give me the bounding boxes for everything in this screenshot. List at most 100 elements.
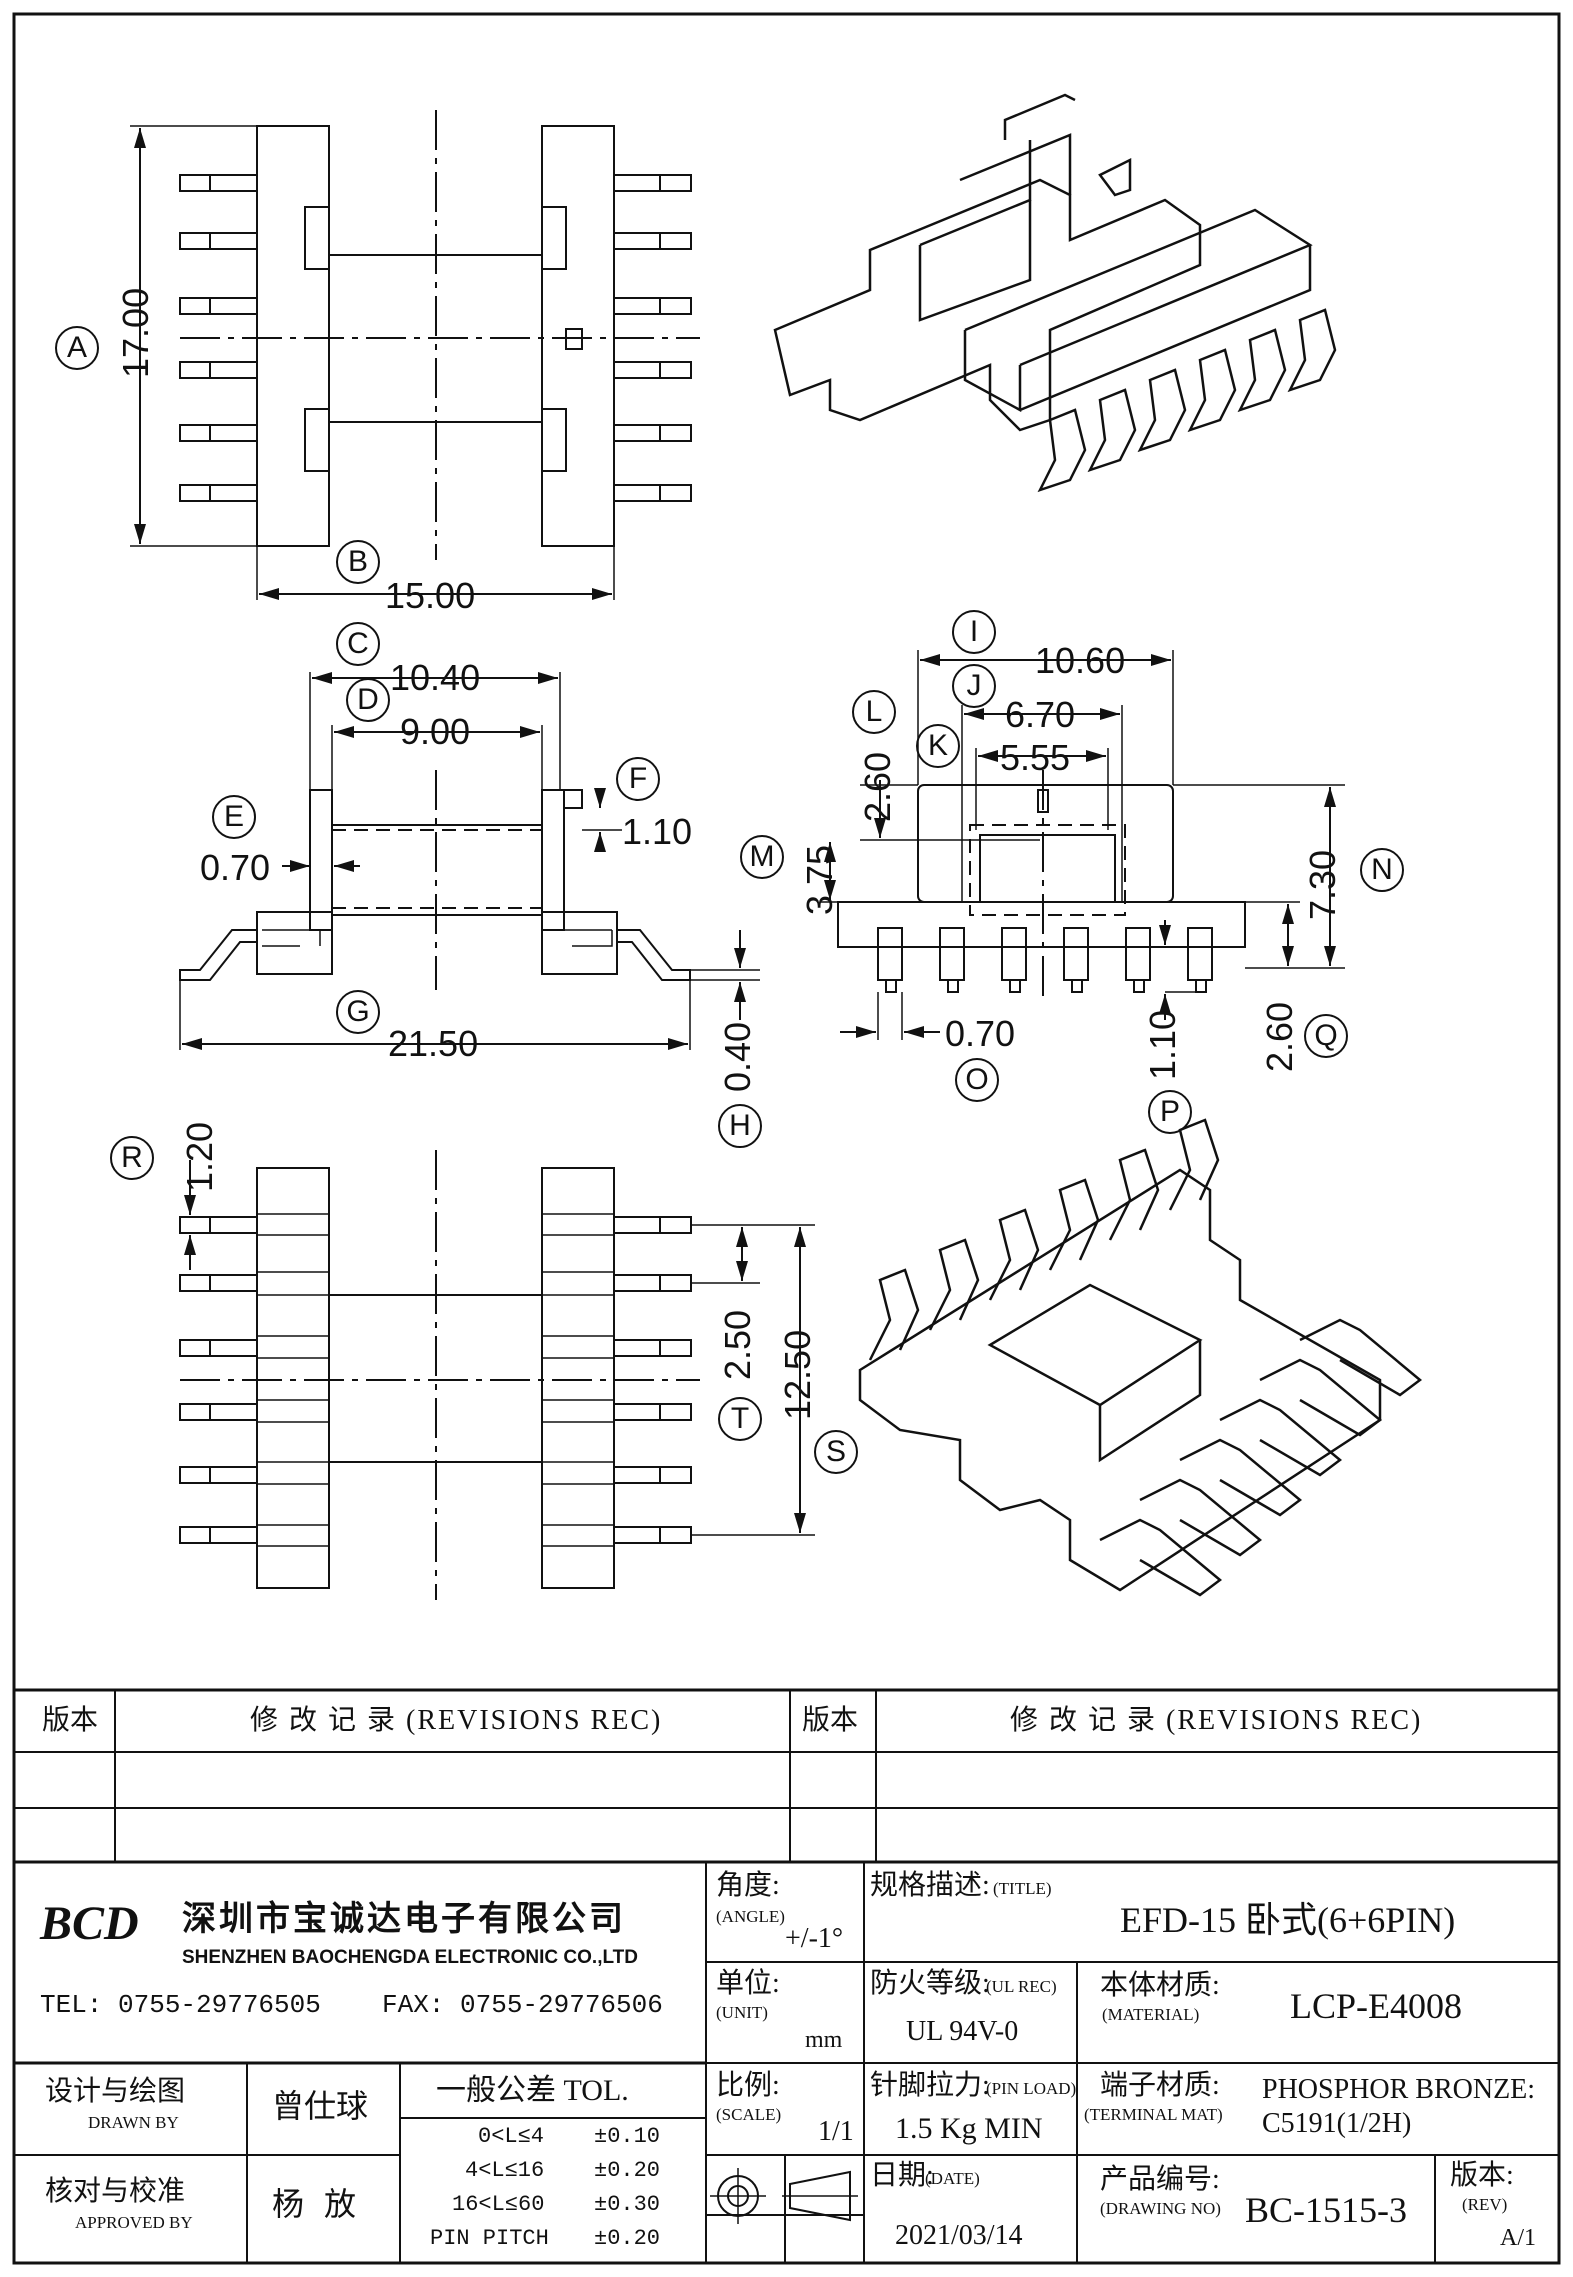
date-label-en: (DATE) bbox=[925, 2169, 980, 2188]
ul-value: UL 94V-0 bbox=[906, 2016, 1019, 2047]
dim-r-value: 1.20 bbox=[179, 1121, 220, 1192]
date-value: 2021/03/14 bbox=[895, 2220, 1023, 2251]
rev-label-en: (REV) bbox=[1462, 2195, 1508, 2214]
callout-l: L bbox=[852, 690, 896, 734]
unit-label: 单位: bbox=[716, 1968, 780, 1999]
drawing-no-value: BC-1515-3 bbox=[1245, 2190, 1407, 2230]
dim-n-value: 7.30 bbox=[1302, 849, 1343, 920]
pin-load-value: 1.5 Kg MIN bbox=[895, 2112, 1043, 2145]
dim-c-value: 10.40 bbox=[390, 657, 481, 698]
dim-e-value: 0.70 bbox=[200, 847, 271, 888]
dim-t-value: 2.50 bbox=[717, 1309, 758, 1380]
projection-symbol bbox=[710, 2168, 858, 2224]
callout-m: M bbox=[740, 835, 784, 879]
top-view bbox=[130, 110, 700, 600]
drawn-value: 曾仕球 bbox=[272, 2088, 369, 2124]
ul-label-en: (UL REC) bbox=[986, 1977, 1057, 1996]
callout-q: Q bbox=[1304, 1014, 1348, 1058]
drawn-label-en: DRAWN BY bbox=[88, 2113, 179, 2132]
dim-k-value: 5.55 bbox=[1000, 737, 1071, 778]
callout-c: C bbox=[336, 622, 380, 666]
callout-n: N bbox=[1360, 848, 1404, 892]
angle-value: +/-1° bbox=[785, 1923, 844, 1954]
pin-load-label: 针脚拉力: bbox=[870, 2070, 990, 2101]
dim-l-value: 2.60 bbox=[857, 751, 898, 822]
callout-o: O bbox=[955, 1058, 999, 1102]
callout-a: A bbox=[55, 326, 99, 370]
drawing-no-label: 产品编号: bbox=[1100, 2164, 1220, 2195]
company-fax: FAX: 0755-29776506 bbox=[382, 1990, 663, 2020]
callout-s: S bbox=[814, 1430, 858, 1474]
scale-label-en: (SCALE) bbox=[716, 2105, 782, 2124]
dim-b-value: 15.00 bbox=[385, 575, 476, 616]
callout-t: T bbox=[718, 1397, 762, 1441]
angle-label: 角度: bbox=[716, 1870, 780, 1901]
title-value: EFD-15 卧式(6+6PIN) bbox=[1120, 1900, 1456, 1940]
callout-g: G bbox=[336, 990, 380, 1034]
callout-h: H bbox=[718, 1104, 762, 1148]
callout-e: E bbox=[212, 795, 256, 839]
company-name-en: SHENZHEN BAOCHENGDA ELECTRONIC CO.,LTD bbox=[182, 1947, 638, 1968]
rev-rec-label-right: 修 改 记 录 (REVISIONS REC) bbox=[1010, 1705, 1423, 1736]
revision-table bbox=[14, 1688, 1559, 1864]
dim-i-value: 10.60 bbox=[1035, 640, 1126, 681]
callout-r: R bbox=[110, 1136, 154, 1180]
company-logo: BCD bbox=[40, 1897, 139, 1950]
callout-j: J bbox=[952, 664, 996, 708]
terminal-label: 端子材质: bbox=[1100, 2070, 1220, 2101]
side-view bbox=[820, 650, 1345, 1040]
terminal-value-1: PHOSPHOR BRONZE: bbox=[1262, 2074, 1536, 2105]
dim-f-value: 1.10 bbox=[622, 811, 693, 852]
bottom-view bbox=[179, 1150, 815, 1600]
dim-q-value: 2.60 bbox=[1259, 1001, 1300, 1072]
dim-j-value: 6.70 bbox=[1005, 694, 1076, 735]
scale-value: 1/1 bbox=[818, 2116, 854, 2147]
terminal-label-en: (TERMINAL MAT) bbox=[1084, 2105, 1223, 2124]
sheet-border bbox=[12, 12, 1561, 2265]
rev-label: 版本: bbox=[1450, 2160, 1514, 2191]
tol-range-0: 0<L≤4 bbox=[478, 2124, 545, 2149]
callout-p: P bbox=[1148, 1090, 1192, 1134]
dim-o-value: 0.70 bbox=[945, 1013, 1016, 1054]
unit-value: mm bbox=[805, 2027, 843, 2053]
tol-value-3: ±0.20 bbox=[594, 2226, 661, 2251]
material-label-en: (MATERIAL) bbox=[1102, 2005, 1200, 2024]
dim-p-value: 1.10 bbox=[1142, 1009, 1183, 1080]
tol-value-0: ±0.10 bbox=[594, 2124, 661, 2149]
callout-i: I bbox=[952, 610, 996, 654]
date-label: 日期: bbox=[870, 2160, 934, 2191]
company-name-cn: 深圳市宝诚达电子有限公司 bbox=[182, 1901, 626, 1938]
callout-k: K bbox=[916, 724, 960, 768]
dim-g-value: 21.50 bbox=[388, 1023, 479, 1064]
iso-view-top bbox=[773, 93, 1337, 493]
title-label-en: (TITLE) bbox=[993, 1879, 1052, 1898]
company-tel: TEL: 0755-29776505 bbox=[40, 1990, 321, 2020]
unit-label-en: (UNIT) bbox=[716, 2003, 768, 2022]
dim-a-value: 17.00 bbox=[115, 287, 156, 378]
dim-d-value: 9.00 bbox=[400, 711, 471, 752]
rev-value: A/1 bbox=[1500, 2225, 1536, 2251]
tol-range-2: 16<L≤60 bbox=[452, 2192, 545, 2217]
rev-ver-label-right: 版本 bbox=[802, 1705, 859, 1736]
callout-f: F bbox=[616, 757, 660, 801]
dim-s-value: 12.50 bbox=[777, 1329, 818, 1420]
tol-value-1: ±0.20 bbox=[594, 2158, 661, 2183]
tol-value-2: ±0.30 bbox=[594, 2192, 661, 2217]
material-label: 本体材质: bbox=[1100, 1970, 1220, 2001]
approved-label: 核对与校准 bbox=[45, 2176, 186, 2207]
angle-label-en: (ANGLE) bbox=[716, 1907, 785, 1926]
approved-value: 杨 放 bbox=[272, 2186, 363, 2222]
callout-d: D bbox=[346, 678, 390, 722]
tolerance-label: 一般公差 TOL. bbox=[436, 2074, 629, 2107]
rev-rec-label-left: 修 改 记 录 (REVISIONS REC) bbox=[250, 1705, 663, 1736]
tol-range-3: PIN PITCH bbox=[430, 2226, 549, 2251]
pin-load-label-en: (PIN LOAD) bbox=[986, 2079, 1077, 2098]
ul-label: 防火等级: bbox=[870, 1968, 990, 1999]
title-block-grid bbox=[14, 1862, 1559, 2263]
dim-m-value: 3.75 bbox=[799, 844, 840, 915]
rev-ver-label-left: 版本 bbox=[42, 1705, 99, 1736]
approved-label-en: APPROVED BY bbox=[75, 2213, 193, 2232]
title-label: 规格描述: bbox=[870, 1870, 990, 1901]
drawn-label: 设计与绘图 bbox=[45, 2076, 186, 2107]
